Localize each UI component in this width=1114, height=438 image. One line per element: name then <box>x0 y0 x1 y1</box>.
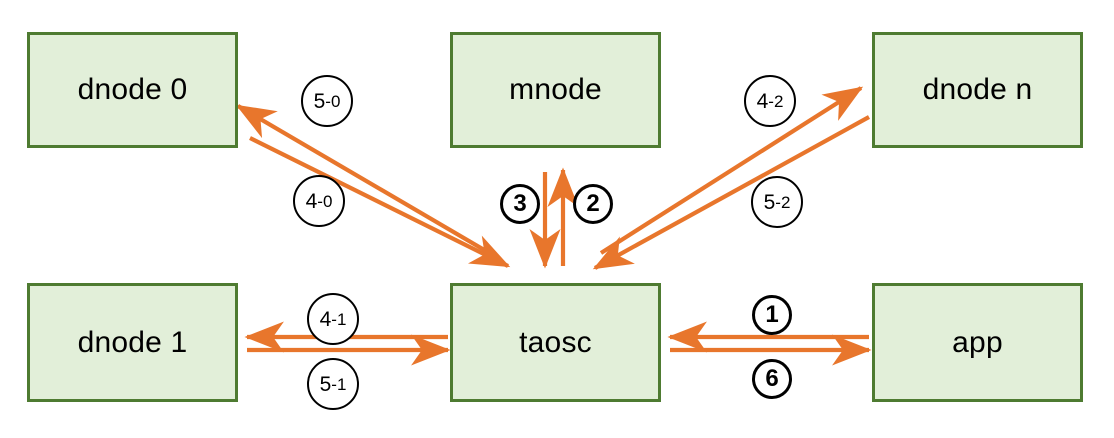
node-dnode-n[interactable]: dnode n <box>872 32 1083 148</box>
badge-main: 2 <box>586 190 600 217</box>
badge-main: 1 <box>765 301 779 328</box>
node-label: dnode 0 <box>77 73 188 106</box>
badge-main: 3 <box>513 190 527 217</box>
badge-sub: -2 <box>775 192 791 212</box>
node-dnode-0[interactable]: dnode 0 <box>27 32 238 148</box>
badge-sub: -0 <box>325 91 341 111</box>
node-label: taosc <box>519 325 592 359</box>
step-badge-3: 3 <box>500 184 540 224</box>
badge-main: 4 <box>756 89 769 113</box>
node-dnode-1[interactable]: dnode 1 <box>27 283 238 402</box>
step-badge-4-2: 4-2 <box>744 75 796 127</box>
step-badge-5-1: 5-1 <box>307 358 359 410</box>
node-label: dnode 1 <box>77 325 188 359</box>
badge-sub: -1 <box>331 374 347 394</box>
badge-main: 5 <box>763 190 776 214</box>
node-app[interactable]: app <box>872 283 1083 402</box>
step-badge-1: 1 <box>752 295 792 335</box>
step-badge-6: 6 <box>752 359 792 399</box>
arrow-4-0 <box>249 136 511 268</box>
node-label: app <box>952 325 1003 359</box>
badge-main: 5 <box>319 372 332 396</box>
step-badge-4-1: 4-1 <box>307 293 359 345</box>
node-taosc[interactable]: taosc <box>450 283 661 402</box>
step-badge-5-2: 5-2 <box>751 176 803 228</box>
node-label: dnode n <box>922 73 1033 106</box>
step-badge-2: 2 <box>573 184 613 224</box>
badge-sub: -1 <box>331 309 347 329</box>
badge-main: 6 <box>765 365 779 392</box>
badge-main: 5 <box>313 89 326 113</box>
node-label: mnode <box>509 73 602 106</box>
badge-sub: -2 <box>768 91 784 111</box>
badge-sub: -0 <box>317 191 333 211</box>
node-mnode[interactable]: mnode <box>450 32 661 148</box>
step-badge-5-0: 5-0 <box>301 75 353 127</box>
step-badge-4-0: 4-0 <box>293 175 345 227</box>
badge-main: 4 <box>305 189 318 213</box>
badge-main: 4 <box>319 307 332 331</box>
